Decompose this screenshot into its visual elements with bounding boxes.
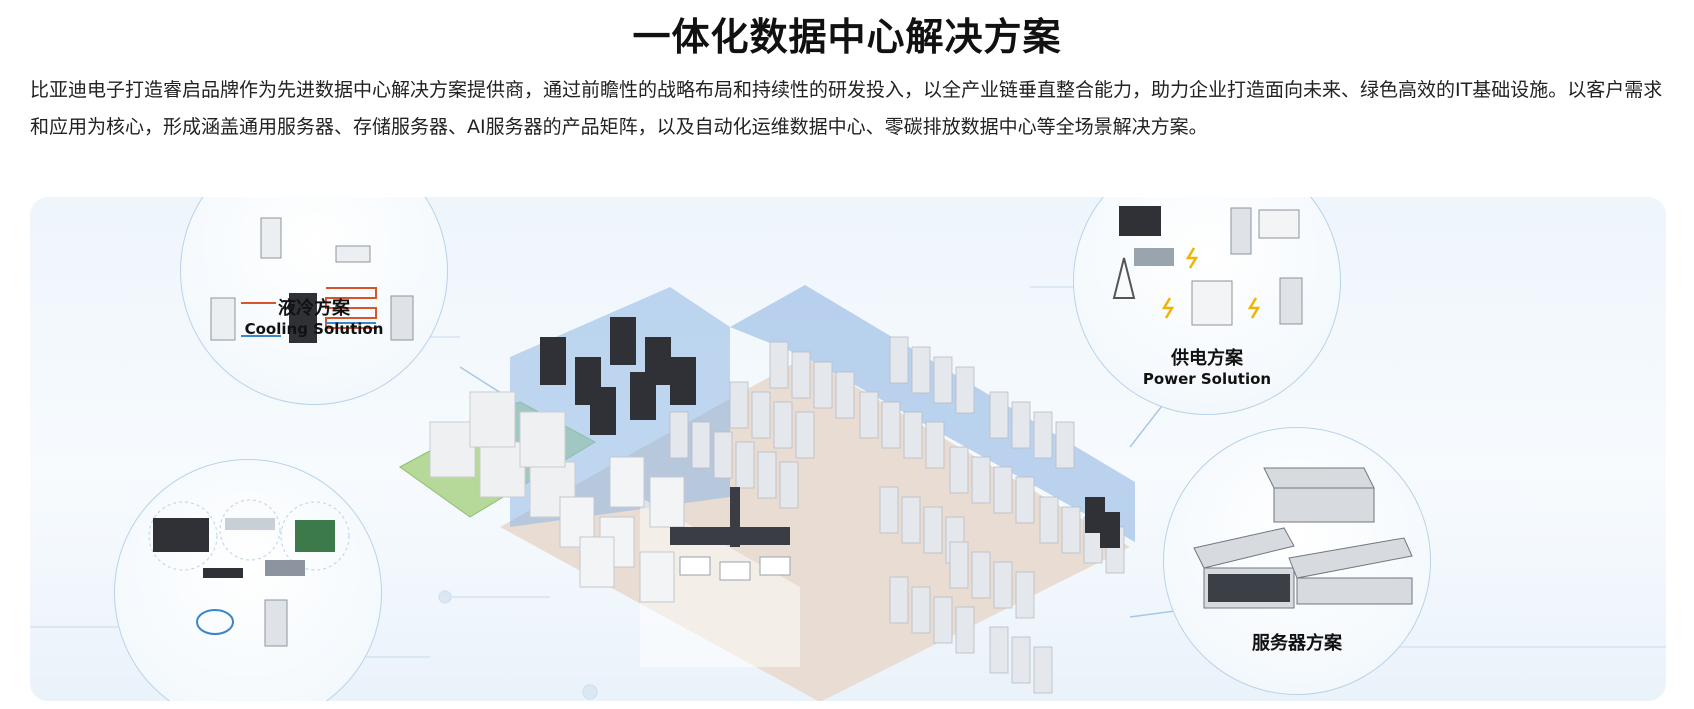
power-subtitle: Power Solution bbox=[1142, 370, 1272, 388]
cooling-title: 液冷方案 bbox=[278, 298, 350, 319]
datacenter-illustration-panel: 液冷方案 Cooling Solution 供电方案 Power Solutio… bbox=[30, 197, 1666, 701]
power-title: 供电方案 bbox=[1171, 348, 1243, 369]
server-solution-circle[interactable]: 服务器方案 bbox=[1163, 427, 1431, 695]
server-icon bbox=[1193, 467, 1413, 609]
page-title: 一体化数据中心解决方案 bbox=[632, 15, 1062, 59]
datacenter-illustration bbox=[30, 285, 1666, 701]
cooling-subtitle: Cooling Solution bbox=[244, 320, 384, 338]
cooling-icon bbox=[210, 217, 414, 343]
network-solution-circle[interactable] bbox=[114, 459, 382, 701]
cooling-solution-circle[interactable]: 液冷方案 Cooling Solution bbox=[180, 197, 448, 405]
network-icon bbox=[148, 499, 350, 647]
server-title: 服务器方案 bbox=[1252, 633, 1342, 654]
power-solution-circle[interactable]: 供电方案 Power Solution bbox=[1073, 197, 1341, 415]
page-description: 比亚迪电子打造睿启品牌作为先进数据中心解决方案提供商，通过前瞻性的战略布局和持续… bbox=[30, 79, 1663, 138]
power-icon bbox=[1112, 206, 1303, 326]
